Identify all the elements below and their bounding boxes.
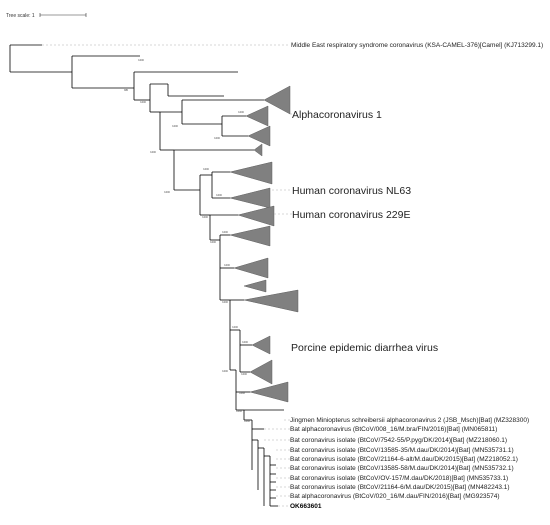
collapsed-clade-triangle [249,381,289,403]
leaf-label: Bat alphacoronavirus (BtCoV/020_16/M.dau… [290,493,500,500]
collapsed-clade-triangle [233,257,269,279]
collapsed-clade-triangle [243,279,267,293]
clade-label-nl63: Human coronavirus NL63 [292,185,411,197]
bootstrap-value: 100 [222,300,228,304]
clade-label-alphacoronavirus-1: Alphacoronavirus 1 [292,109,382,121]
bootstrap-value: 100 [203,167,209,171]
bootstrap-value: 100 [210,240,216,244]
bootstrap-value: 100 [214,136,220,140]
clade-label-pedv: Porcine epidemic diarrhea virus [291,342,438,354]
collapsed-clade-triangle [249,359,273,385]
bootstrap-value: 100 [222,369,228,373]
clade-label-229e: Human coronavirus 229E [292,209,410,221]
bootstrap-value: 100 [236,409,242,413]
collapsed-clade-triangle [247,125,271,147]
tree-scale: Tree scale: 1 [6,13,87,19]
bootstrap-value: 100 [244,419,250,423]
collapsed-clade-triangle [243,289,299,313]
bootstrap-value: 98 [124,88,128,92]
bootstrap-value: 100 [241,372,247,376]
leaf-label: Bat coronavirus isolate (BtCoV/21164-6-a… [290,456,518,463]
bootstrap-value: 100 [224,263,230,267]
collapsed-clades [229,85,299,403]
bootstrap-value: 100 [202,215,208,219]
bootstrap-value: 100 [238,110,244,114]
bootstrap-value: 100 [222,230,228,234]
leaf-label: Bat coronavirus isolate (BtCoV/21164-6/M… [290,484,510,491]
collapsed-clade-triangle [245,105,269,127]
collapsed-clade-triangle [229,161,273,185]
bootstrap-value: 100 [150,150,156,154]
leaf-label-query: OK663601 [290,503,322,510]
leaf-label-outgroup: Middle East respiratory syndrome coronav… [291,42,543,49]
clade-labels: Alphacoronavirus 1 Human coronavirus NL6… [291,109,438,354]
collapsed-clade-triangle [251,335,271,355]
collapsed-clade-triangle [263,85,291,115]
collapsed-clade-triangle [229,225,271,247]
tree-branches [9,44,284,507]
leaf-labels: Middle East respiratory syndrome coronav… [290,42,543,510]
collapsed-clade-triangle [237,205,275,227]
leaf-label: Bat coronavirus isolate (BtCoV/13585-58/… [290,465,514,472]
bootstrap-value: 100 [172,124,178,128]
tree-scale-label: Tree scale: 1 [6,13,35,19]
bootstrap-value: 100 [216,193,222,197]
bootstrap-value: 100 [164,190,170,194]
bootstrap-value: 100 [239,391,245,395]
bootstrap-value: 100 [242,340,248,344]
bootstrap-values: 100 98 100 100 100 100 100 100 100 100 1… [124,58,250,423]
leaf-label: Bat alphacoronavirus (BtCoV/008_16/M.bra… [290,426,497,433]
leader-lines [42,44,300,507]
leaf-label: Bat coronavirus isolate (BtCoV/7542-55/P… [290,437,507,444]
leaf-label: Bat coronavirus isolate (BtCoV/13585-35/… [290,447,514,454]
bootstrap-value: 100 [232,325,238,329]
leaf-label: Bat coronavirus isolate (BtCoV/OV-157/M.… [290,475,508,482]
collapsed-clade-triangle [229,187,271,209]
bootstrap-value: 100 [138,58,144,62]
collapsed-clade-triangle [253,143,263,157]
bootstrap-value: 100 [140,100,146,104]
leaf-label: Jingmen Miniopterus schreibersii alphaco… [290,417,529,424]
